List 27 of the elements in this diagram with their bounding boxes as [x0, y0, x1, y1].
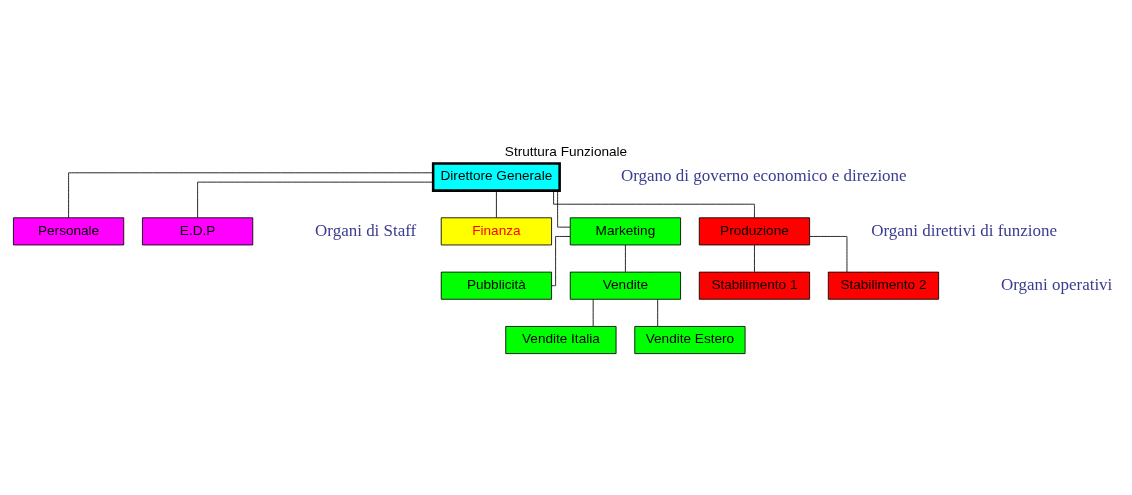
- connector: [754, 244, 755, 273]
- connector: [495, 190, 497, 218]
- node-box: Pubblicità: [440, 271, 552, 300]
- connector: [657, 299, 659, 327]
- node-box: Stabilimento 2: [827, 271, 940, 300]
- connector: [809, 236, 848, 273]
- node-box: Vendite Estero: [634, 326, 746, 355]
- node-box: Finanza: [440, 217, 552, 246]
- node-box: E.D.P: [142, 217, 254, 246]
- node-box: Stabilimento 1: [698, 271, 811, 300]
- connector: [557, 190, 571, 228]
- node-box: Direttore Generale: [431, 162, 561, 192]
- diagram-title: Struttura Funzionale: [504, 143, 628, 159]
- label: Organi di Staff: [315, 220, 417, 240]
- connector: [551, 236, 571, 287]
- connector: [197, 181, 434, 219]
- node-box: Vendite Italia: [505, 326, 617, 355]
- node-box: Vendite: [569, 271, 681, 300]
- connector: [625, 244, 626, 273]
- label: Organi direttivi di funzione: [871, 220, 1058, 240]
- connector: [68, 172, 434, 219]
- connector: [592, 299, 594, 327]
- label: Organo di governo economico e direzione: [620, 166, 907, 186]
- node-box: Marketing: [569, 217, 681, 246]
- label: Organi operativi: [1000, 274, 1113, 294]
- node-box: Produzione: [698, 217, 811, 246]
- node-box: Personale: [13, 217, 125, 246]
